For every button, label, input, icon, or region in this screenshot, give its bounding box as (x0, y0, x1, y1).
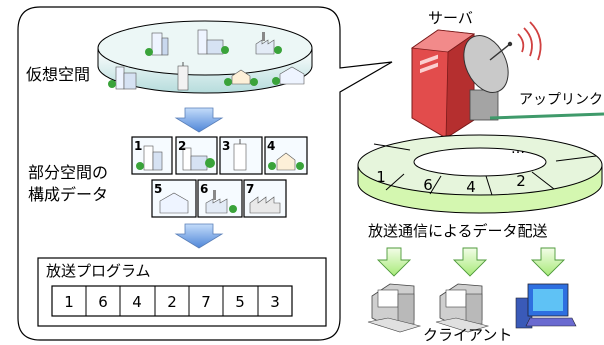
ring-number: 4 (466, 178, 476, 196)
down-arrow-icon (376, 247, 412, 277)
building-icon (197, 29, 229, 55)
tile-number: 1 (134, 139, 142, 153)
client-label: クライアント (423, 326, 512, 344)
tile-number: 6 (200, 182, 208, 196)
partial-data-label-line2: 構成データ (28, 185, 108, 204)
partial-data-tile: 1 (131, 136, 173, 175)
partial-data-tile: 6 (197, 179, 243, 218)
down-arrow-icon (452, 247, 488, 277)
program-sequence: 1 6 4 2 7 5 3 (51, 285, 293, 317)
broadcast-program: 放送プログラム 1 6 4 2 7 5 3 (37, 257, 327, 327)
partial-data-tile: 2 (175, 136, 218, 175)
client-computer-icon (367, 283, 422, 333)
virtual-space-disk (97, 20, 313, 94)
tile-number: 2 (178, 139, 186, 153)
program-cell: 4 (132, 293, 142, 311)
tile-number: 7 (246, 182, 254, 196)
building-icon (108, 66, 137, 90)
uplink-label: アップリンク (519, 92, 603, 108)
client-computer-icon (435, 283, 490, 333)
virtual-space-label: 仮想空間 (26, 65, 90, 84)
program-title: 放送プログラム (46, 262, 151, 280)
uplink-line (489, 112, 604, 120)
down-arrow-icon (174, 223, 224, 249)
ring-number: 2 (516, 172, 526, 190)
program-cell: 6 (98, 293, 108, 311)
program-cell: 3 (270, 293, 280, 311)
down-arrow-icon (530, 247, 566, 277)
ring-ellipsis: … (511, 141, 525, 157)
satellite-dish-icon (463, 21, 542, 121)
tile-number: 4 (267, 139, 275, 153)
program-cell: 7 (201, 293, 211, 311)
partial-data-tile: 7 (243, 179, 287, 218)
tower-icon (177, 62, 189, 91)
client-computer-icon (515, 283, 577, 329)
server-icon (410, 29, 476, 139)
house-icon (272, 66, 305, 85)
partial-data-tile: 5 (151, 179, 197, 218)
server-label: サーバ (428, 9, 473, 27)
tile-number: 5 (154, 182, 162, 196)
program-cell: 2 (167, 293, 177, 311)
tile-number: 3 (222, 139, 230, 153)
ring-number: 1 (376, 168, 386, 186)
partial-data-tile: 4 (264, 136, 308, 175)
down-arrow-icon (174, 107, 224, 133)
ring-number: 6 (423, 176, 433, 194)
factory-icon (255, 32, 282, 55)
building-icon (145, 32, 169, 56)
broadcast-ring: 1 6 4 2 … (357, 134, 603, 214)
program-cell: 1 (64, 293, 74, 311)
house-icon (224, 69, 258, 86)
partial-data-label-line1: 部分空間の (28, 163, 108, 182)
program-cell: 5 (235, 293, 245, 311)
partial-data-tile: 3 (219, 136, 263, 175)
broadcast-label: 放送通信によるデータ配送 (368, 222, 548, 240)
